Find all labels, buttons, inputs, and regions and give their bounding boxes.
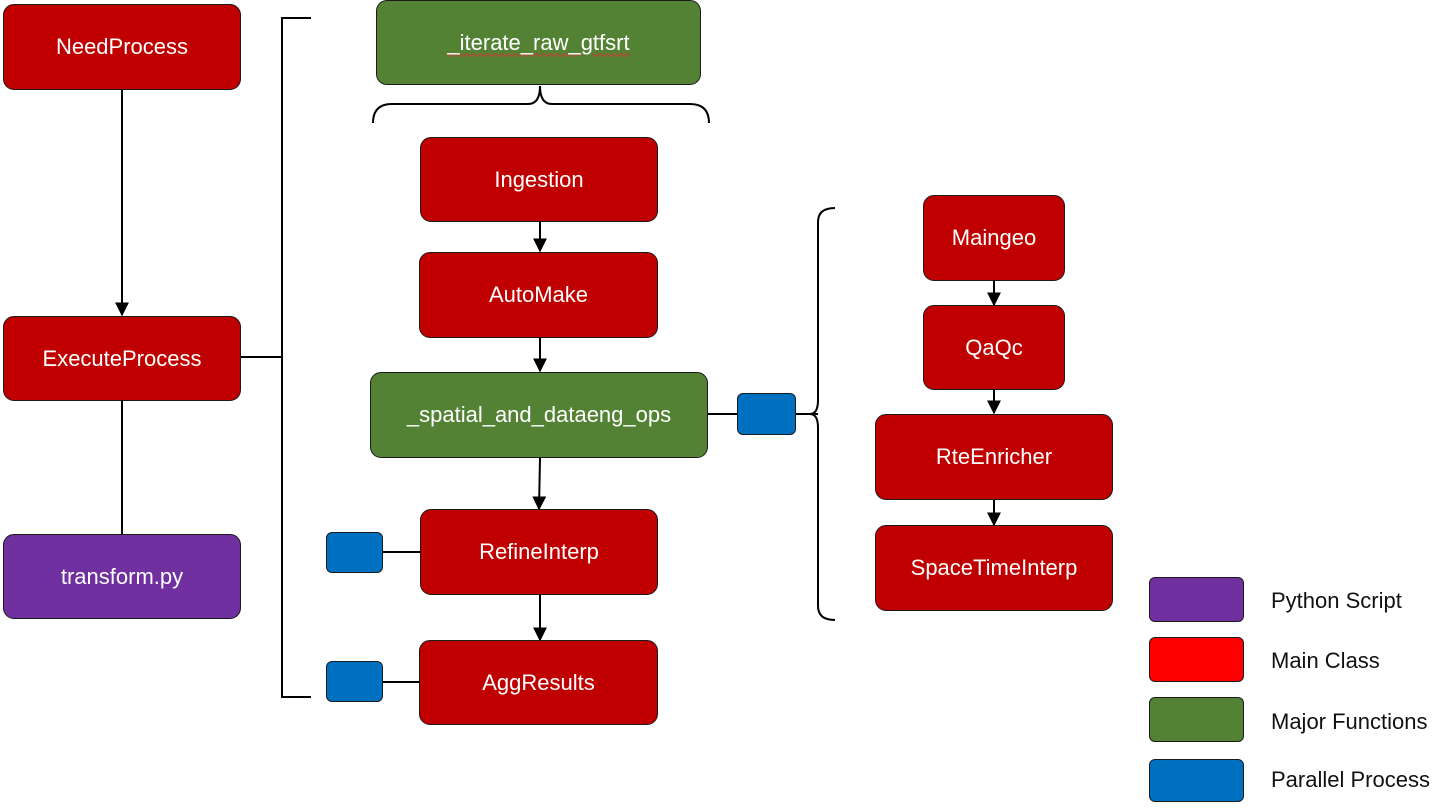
ingestion-node: Ingestion	[420, 137, 658, 222]
legend-swatch-major-functions	[1149, 697, 1244, 742]
main-bracket	[281, 17, 311, 698]
ingestion-label: Ingestion	[494, 166, 584, 192]
space-time-interp-node: SpaceTimeInterp	[875, 525, 1113, 611]
iterate-raw-gtfsrt-label: _iterate_raw_gtfsrt	[447, 29, 630, 55]
agg-results-node: AggResults	[419, 640, 658, 725]
spatial-and-dataeng-ops-node: _spatial_and_dataeng_ops	[370, 372, 708, 458]
space-time-interp-label: SpaceTimeInterp	[910, 555, 1078, 580]
rte-enricher-node: RteEnricher	[875, 414, 1113, 500]
execute-process-node: ExecuteProcess	[3, 316, 241, 401]
iterate-raw-gtfsrt-node: _iterate_raw_gtfsrt	[376, 0, 701, 85]
maingeo-node: Maingeo	[923, 195, 1065, 281]
legend-label-parallel-process: Parallel Process	[1271, 767, 1430, 792]
automake-label: AutoMake	[488, 282, 589, 307]
arrow-spatial-to-refineinterp	[532, 457, 547, 511]
legend-label-python-script: Python Script	[1271, 588, 1402, 613]
legend-label-main-class: Main Class	[1271, 648, 1380, 673]
legend-swatch-parallel-process	[1149, 759, 1244, 802]
parallel-process-marker-refine	[326, 532, 383, 573]
right-bracket	[809, 207, 836, 621]
transform-py-label: transform.py	[60, 563, 184, 589]
need-process-node: NeedProcess	[3, 4, 241, 90]
agg-results-label: AggResults	[482, 669, 595, 695]
maingeo-label: Maingeo	[951, 225, 1037, 250]
refine-interp-label: RefineInterp	[479, 539, 599, 564]
legend-swatch-python-script	[1149, 577, 1244, 622]
legend-label-major-functions: Major Functions	[1271, 709, 1428, 734]
parallel-process-marker-agg	[326, 661, 383, 702]
qaqc-label: QaQc	[965, 334, 1023, 360]
parallel-process-marker-spatial	[737, 393, 796, 435]
spatial-and-dataeng-ops-label: _spatial_and_dataeng_ops	[406, 402, 672, 427]
refine-interp-node: RefineInterp	[420, 509, 658, 595]
automake-node: AutoMake	[419, 252, 658, 338]
legend-swatch-main-class	[1149, 637, 1244, 682]
iterate-curly-brace	[372, 85, 710, 124]
transform-py-node: transform.py	[3, 534, 241, 619]
rte-enricher-label: RteEnricher	[935, 444, 1053, 469]
qaqc-node: QaQc	[923, 305, 1065, 390]
need-process-label: NeedProcess	[55, 34, 189, 59]
execute-process-label: ExecuteProcess	[42, 345, 202, 371]
